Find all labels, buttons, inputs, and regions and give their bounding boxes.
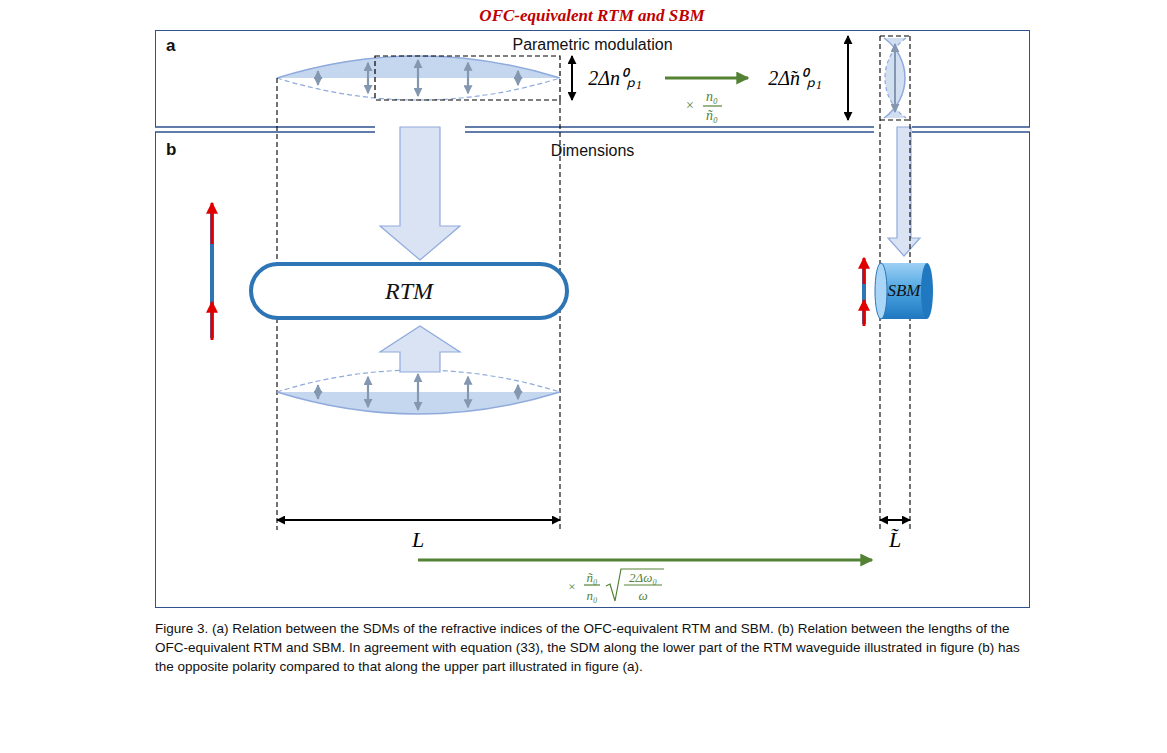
panel-heading: Dimensions <box>551 142 635 160</box>
modulation-arrow <box>467 63 469 94</box>
block-arrow <box>380 326 460 372</box>
amplitude-label: 2Δn⁰ₚ₁ <box>588 68 642 88</box>
fraction-bar <box>703 105 722 106</box>
panel-letter: b <box>166 140 176 160</box>
figure-caption: Figure 3. (a) Relation between the SDMs … <box>155 620 1031 677</box>
modulation-arrow <box>317 71 319 85</box>
length-label: L̃ <box>889 529 901 551</box>
length-arrow <box>277 519 560 521</box>
modulation-profile <box>277 56 560 100</box>
fraction-term: n₀ <box>706 90 718 104</box>
fraction-term: ñ₀ <box>706 109 718 123</box>
scaling-arrow <box>418 559 872 562</box>
fraction-term: 2Δω₀ <box>629 571 657 584</box>
modulation-profile <box>884 38 906 118</box>
scaling-arrow <box>665 77 748 80</box>
amplitude-arrow <box>847 36 849 120</box>
amplitude-label: 2Δ̃n⁰ₚ₁ <box>768 68 822 88</box>
polarity-indicator <box>212 203 864 340</box>
fraction-bar <box>584 584 600 585</box>
modulation-arrow <box>317 385 319 399</box>
figure-title: OFC-equivalent RTM and SBM <box>479 6 704 26</box>
block-arrow <box>380 127 460 260</box>
length-arrow <box>880 519 910 521</box>
panel-heading: Parametric modulation <box>512 36 672 54</box>
amplitude-arrow <box>571 56 573 100</box>
panel-letter: a <box>166 36 175 56</box>
fraction-term: ω <box>638 589 647 602</box>
fraction-term: ñ₀ <box>586 571 597 584</box>
modulation-arrow <box>367 63 369 93</box>
length-label: L <box>412 529 424 551</box>
bar-modulator: SBM <box>873 258 935 324</box>
modulation-profile <box>277 370 560 414</box>
scale-sign: × <box>686 99 694 113</box>
modulation-arrows <box>318 60 518 410</box>
modulation-arrow <box>417 374 419 410</box>
modulation-arrow <box>417 60 419 96</box>
device-name: SBM <box>887 281 920 301</box>
fraction-term: n₀ <box>586 589 597 602</box>
fraction-bar <box>624 584 662 585</box>
modulation-arrow <box>517 385 519 399</box>
modulation-arrow <box>367 377 369 407</box>
scale-sign: × <box>568 580 575 593</box>
block-arrow <box>888 127 920 256</box>
modulation-arrow <box>517 71 519 85</box>
root-sign <box>606 569 664 601</box>
modulation-arrow <box>467 377 469 408</box>
device-name: RTM <box>385 278 433 305</box>
ring-modulator: RTM <box>249 262 569 320</box>
